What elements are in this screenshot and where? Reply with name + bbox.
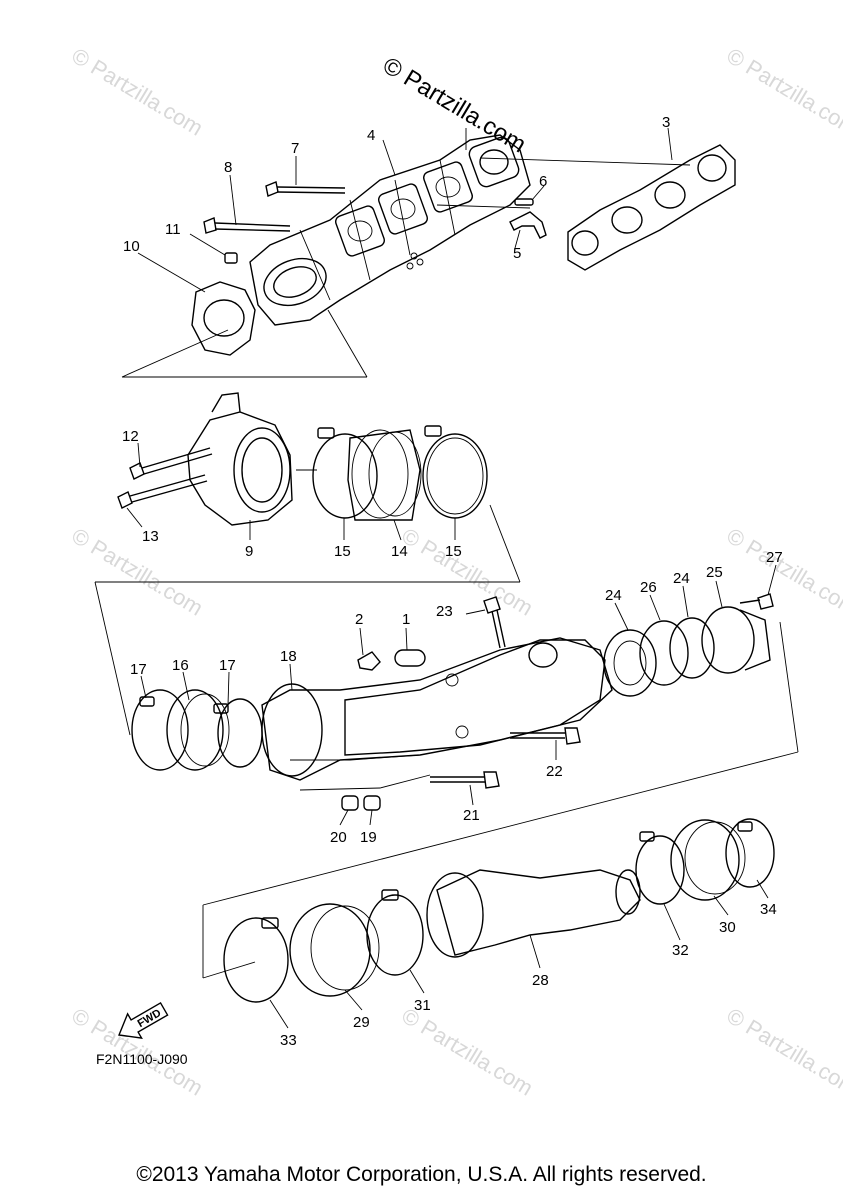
hose-clamp-31	[366, 894, 424, 976]
callout-10: 10	[123, 238, 140, 255]
callout-19: 19	[360, 829, 377, 846]
watermark-faint: © Partzilla.com	[67, 43, 207, 141]
callout-27: 27	[766, 549, 783, 566]
callout-32: 32	[672, 942, 689, 959]
callout-26: 26	[640, 579, 657, 596]
bolt-12	[129, 447, 213, 480]
callout-22: 22	[546, 763, 563, 780]
callout-3: 3	[662, 114, 670, 131]
bolt-22	[510, 727, 581, 745]
watermark-faint: © Partzilla.com	[67, 523, 207, 621]
exhaust-elbow	[187, 411, 293, 526]
callout-9: 9	[245, 543, 253, 560]
rubber-joint-29	[289, 903, 371, 997]
callout-33: 33	[280, 1032, 297, 1049]
callout-23: 23	[436, 603, 453, 620]
gasket-24b	[669, 617, 715, 679]
callout-16: 16	[172, 657, 189, 674]
grommet-19	[363, 795, 381, 811]
hose-clamp-17b	[217, 698, 263, 768]
callout-12: 12	[122, 428, 139, 445]
water-fitting	[509, 211, 547, 239]
rubber-joint	[347, 429, 421, 521]
callout-21: 21	[463, 807, 480, 824]
copyright-notice: ©2013 Yamaha Motor Corporation, U.S.A. A…	[136, 1163, 707, 1186]
hose-1	[394, 649, 426, 667]
rubber-joint-30	[670, 819, 740, 901]
callout-15a: 15	[334, 543, 351, 560]
fwd-label: FWD	[136, 1007, 164, 1030]
watermark-faint: © Partzilla.com	[397, 1003, 537, 1101]
callout-34: 34	[760, 901, 777, 918]
callout-30: 30	[719, 919, 736, 936]
water-lock-body	[344, 639, 606, 756]
callout-25: 25	[706, 564, 723, 581]
elbow-group	[95, 392, 521, 583]
callout-2: 2	[355, 611, 363, 628]
callout-24a: 24	[605, 587, 622, 604]
callout-14: 14	[391, 543, 408, 560]
callout-8: 8	[224, 159, 232, 176]
callout-15b: 15	[445, 543, 462, 560]
hose-clamp-15a	[312, 433, 378, 519]
callout-18: 18	[280, 648, 297, 665]
faint-watermarks: © Partzilla.com © Partzilla.com © Partzi…	[67, 43, 843, 1101]
hose-clamp-33	[223, 917, 289, 1003]
bolt-23	[483, 596, 506, 649]
callout-24b: 24	[673, 570, 690, 587]
lower-pipe-group	[202, 818, 775, 1003]
grommet-20	[341, 795, 359, 811]
bolt-21	[430, 771, 500, 789]
hose-clamp-17a	[131, 689, 189, 771]
watermark-faint: © Partzilla.com	[722, 1003, 843, 1101]
clip-2	[357, 651, 381, 671]
callout-1: 1	[402, 611, 410, 628]
callout-28: 28	[532, 972, 549, 989]
leader-lines	[126, 127, 777, 1029]
callout-31: 31	[414, 997, 431, 1014]
hose-clamp-32	[635, 835, 685, 905]
callout-17a: 17	[130, 661, 147, 678]
callout-numbers: 1 2 3 4 5 6 7 8 9 10 11 12 13 14 15 15 1…	[122, 114, 783, 1049]
bolt-7	[265, 181, 346, 197]
callout-5: 5	[513, 245, 521, 262]
callout-13: 13	[142, 528, 159, 545]
watermark-faint: © Partzilla.com	[722, 523, 843, 621]
bolt-13	[117, 474, 208, 509]
hose-clamp-34	[725, 818, 775, 888]
gasket-24a	[603, 629, 657, 697]
exhaust-pipe-28	[436, 869, 641, 956]
exhaust-pipe-18	[261, 637, 613, 781]
callout-29: 29	[353, 1014, 370, 1031]
callout-7: 7	[291, 140, 299, 157]
baffle-plate-26	[639, 620, 689, 686]
rubber-joint-16	[166, 689, 224, 771]
callout-17b: 17	[219, 657, 236, 674]
callout-4: 4	[367, 127, 375, 144]
hose-clamp-15b	[422, 433, 488, 519]
diagram-code: F2N1100-J090	[96, 1051, 188, 1067]
bolt-8	[203, 217, 291, 234]
callout-11: 11	[165, 221, 181, 238]
manifold-gasket	[567, 144, 736, 271]
flange-gasket	[191, 281, 256, 356]
cap-25	[701, 606, 755, 674]
callout-20: 20	[330, 829, 347, 846]
muffler-group	[94, 581, 799, 906]
watermark-faint: © Partzilla.com	[722, 43, 843, 141]
callout-6: 6	[539, 173, 547, 190]
manifold-group	[121, 134, 736, 378]
exhaust-manifold	[249, 134, 531, 326]
